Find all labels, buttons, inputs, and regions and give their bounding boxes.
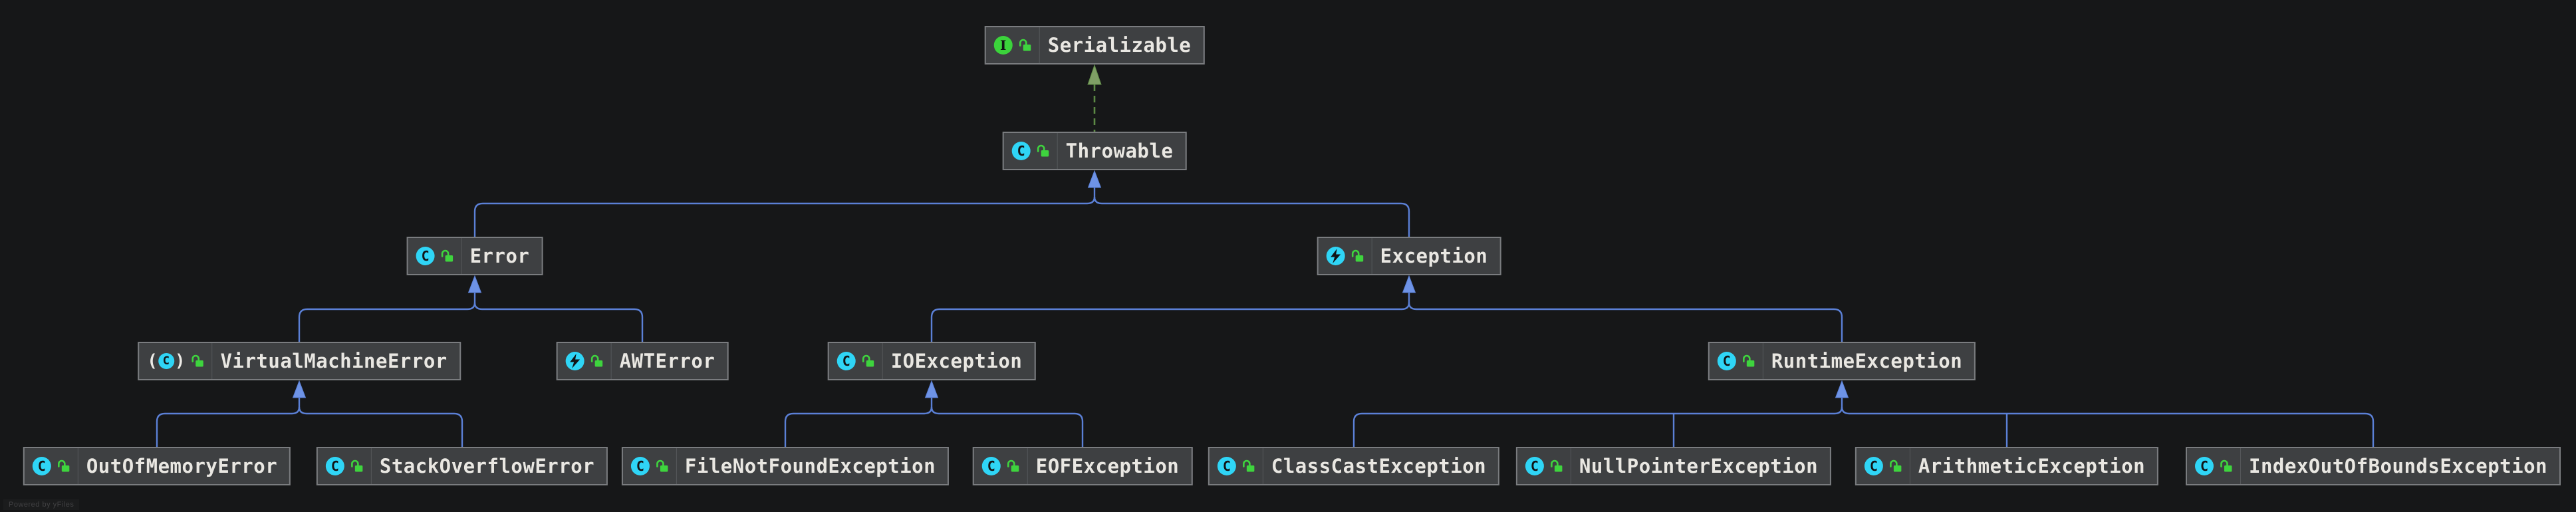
edge-error-exception-to-throwable [473, 170, 1410, 237]
node-icon-zone: C [1710, 343, 1763, 379]
unlocked-icon [1351, 249, 1364, 262]
edge-throwable-to-serializable [1087, 64, 1102, 132]
class-icon: C [416, 247, 435, 265]
node-label: ArithmeticException [1918, 455, 2146, 477]
node-label: Serializable [1047, 34, 1192, 57]
node-label: OutOfMemoryError [86, 455, 278, 477]
class-icon: C [630, 457, 650, 475]
abstract-class-icon: (C) [147, 351, 186, 371]
edge-classcastexception-nullpointerexception-arithmeticexception-indexoutofboundsexception-to-runtimeexception [1352, 380, 2375, 447]
node-icon-zone: C [829, 343, 883, 379]
node-icon-zone: C [974, 448, 1028, 484]
class-icon: C [1011, 142, 1031, 160]
unlocked-icon [2220, 459, 2232, 472]
node-icon-zone: C [25, 448, 78, 484]
node-label: EOFException [1035, 455, 1180, 477]
unlocked-icon [1037, 144, 1049, 157]
node-label: ClassCastException [1271, 455, 1487, 477]
edge-virtualmachineerror-awterror-to-error [298, 275, 644, 342]
unlocked-icon [1743, 354, 1755, 367]
node-label: NullPointerException [1579, 455, 1819, 477]
exception-class-icon [1326, 247, 1345, 265]
node-icon-zone: C [1210, 448, 1263, 484]
edge-ioexception-runtimeexception-to-exception [930, 275, 1843, 342]
class-icon: C [2195, 457, 2214, 475]
node-label: RuntimeException [1771, 350, 1963, 372]
unlocked-icon [192, 354, 204, 367]
node-label: VirtualMachineError [220, 350, 448, 372]
node-error[interactable]: C Error [406, 237, 543, 275]
node-label: FileNotFoundException [684, 455, 936, 477]
unlocked-icon [656, 459, 668, 472]
node-icon-zone: C [1517, 448, 1571, 484]
class-icon: C [837, 352, 856, 370]
node-icon-zone: C [408, 238, 462, 274]
node-classcastexception[interactable]: C ClassCastException [1208, 447, 1500, 485]
unlocked-icon [1890, 459, 1902, 472]
node-label: IOException [890, 350, 1023, 372]
unlocked-icon [1019, 39, 1031, 51]
yfiles-watermark: Powered by yFiles [3, 499, 79, 510]
node-icon-zone: C [2187, 448, 2241, 484]
exception-class-icon [565, 352, 584, 370]
node-label: Throwable [1065, 140, 1174, 162]
node-icon-zone [1319, 238, 1372, 274]
unlocked-icon [590, 354, 603, 367]
class-icon: C [1525, 457, 1544, 475]
edge-filenotfoundexception-eofexception-to-ioexception [784, 380, 1084, 447]
node-virtualmachineerror[interactable]: (C) VirtualMachineError [138, 342, 461, 380]
class-icon: C [32, 457, 51, 475]
node-awterror[interactable]: AWTError [556, 342, 729, 380]
class-icon: C [1717, 352, 1736, 370]
node-arithmeticexception[interactable]: C ArithmeticException [1855, 447, 2159, 485]
node-label: Error [469, 245, 530, 267]
interface-icon: I [993, 36, 1013, 55]
node-nullpointerexception[interactable]: C NullPointerException [1515, 447, 1832, 485]
node-runtimeexception[interactable]: C RuntimeException [1708, 342, 1976, 380]
edge-outofmemoryerror-stackoverflowerror-to-virtualmachineerror [156, 380, 463, 447]
node-icon-zone: (C) [139, 343, 213, 379]
node-filenotfoundexception[interactable]: C FileNotFoundException [621, 447, 950, 485]
node-label: StackOverflowError [379, 455, 595, 477]
node-serializable[interactable]: I Serializable [984, 26, 1205, 64]
node-exception[interactable]: Exception [1317, 237, 1501, 275]
node-icon-zone: C [1004, 133, 1058, 169]
unlocked-icon [1007, 459, 1019, 472]
node-icon-zone: C [623, 448, 677, 484]
node-label: IndexOutOfBoundsException [2249, 455, 2547, 477]
node-icon-zone: C [1857, 448, 1910, 484]
node-throwable[interactable]: C Throwable [1002, 132, 1187, 170]
node-icon-zone: C [318, 448, 372, 484]
class-icon: C [1864, 457, 1883, 475]
node-ioexception[interactable]: C IOException [827, 342, 1036, 380]
unlocked-icon [58, 459, 70, 472]
unlocked-icon [1243, 459, 1255, 472]
node-eofexception[interactable]: C EOFException [972, 447, 1193, 485]
unlocked-icon [351, 459, 363, 472]
unlocked-icon [1551, 459, 1563, 472]
node-icon-zone [558, 343, 612, 379]
node-outofmemoryerror[interactable]: C OutOfMemoryError [23, 447, 291, 485]
class-icon: C [325, 457, 344, 475]
unlocked-icon [862, 354, 874, 367]
node-icon-zone: I [986, 27, 1040, 63]
node-stackoverflowerror[interactable]: C StackOverflowError [316, 447, 608, 485]
unlocked-icon [441, 249, 453, 262]
node-indexoutofboundsexception[interactable]: C IndexOutOfBoundsException [2186, 447, 2561, 485]
node-label: AWTError [619, 350, 715, 372]
class-icon: C [981, 457, 1001, 475]
class-icon: C [1217, 457, 1236, 475]
node-label: Exception [1380, 245, 1488, 267]
